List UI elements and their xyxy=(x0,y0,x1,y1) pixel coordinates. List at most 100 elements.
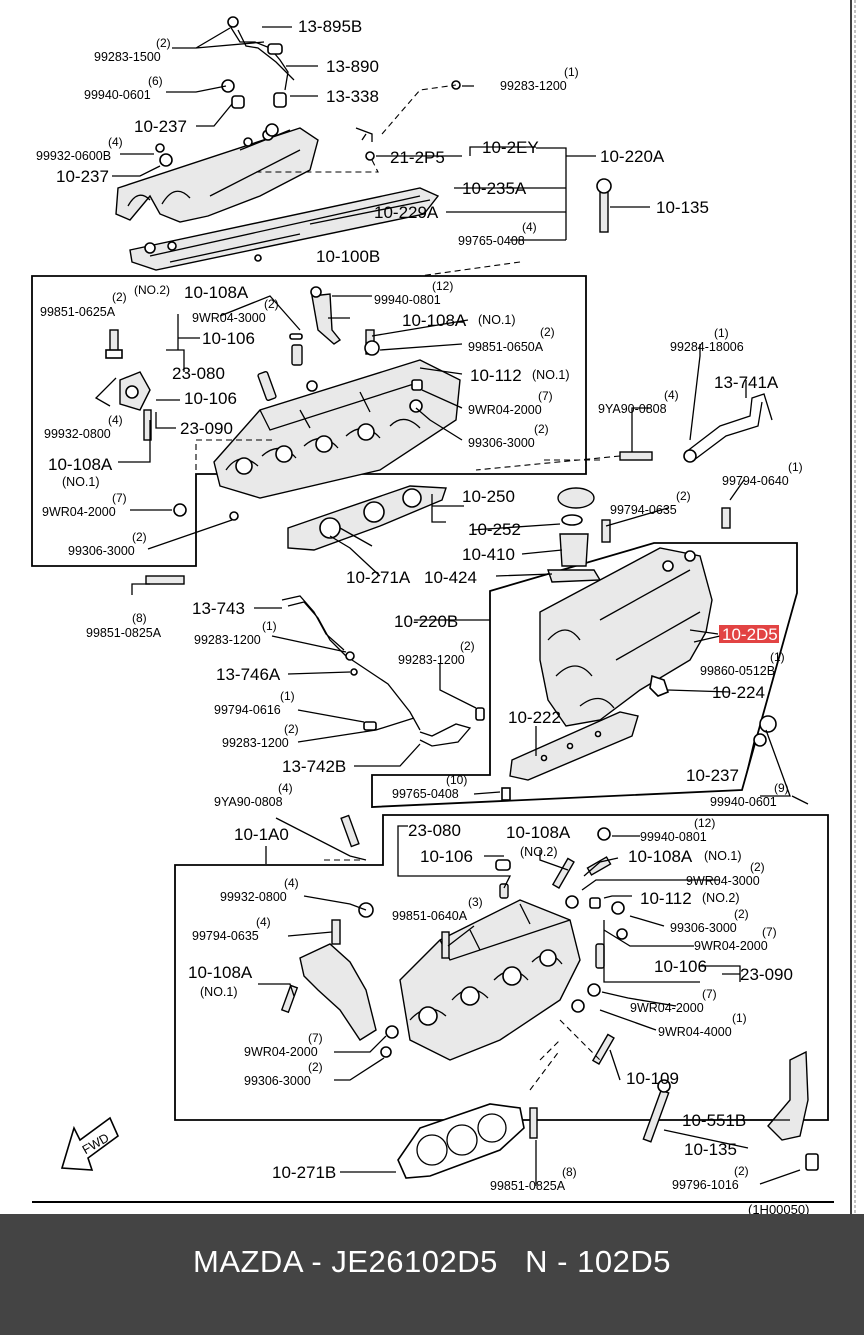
hose-13-741a xyxy=(683,393,773,463)
qty-label: (6) xyxy=(148,74,163,88)
highlighted-part-label: 10-2D5 xyxy=(722,625,778,644)
part-label: 10-108A xyxy=(184,283,249,302)
part-label: 9WR04-3000 xyxy=(686,874,760,888)
part-label: 23-080 xyxy=(172,364,225,383)
cylinder-head-cover-upper xyxy=(115,127,440,271)
part-label: 10-2EY xyxy=(482,138,539,157)
qty-label: (2) xyxy=(734,1164,749,1178)
qty-label: (1) xyxy=(732,1011,747,1025)
part-label: 23-090 xyxy=(740,965,793,984)
qty-label: (NO.2) xyxy=(702,891,740,905)
part-label: 10-100B xyxy=(316,247,380,266)
qty-label: (2) xyxy=(132,530,147,544)
part-label: 99932-0800 xyxy=(44,427,111,441)
qty-label: (NO.2) xyxy=(520,845,558,859)
qty-label: (2) xyxy=(534,422,549,436)
part-label: 99851-0625A xyxy=(40,305,116,319)
part-label: 99283-1200 xyxy=(194,633,261,647)
part-label: 99794-0635 xyxy=(610,503,677,517)
oil-filler-parts xyxy=(547,487,731,583)
part-label: 9YA90-0808 xyxy=(214,795,283,809)
part-label: 10-108A xyxy=(188,963,253,982)
qty-label: (NO.1) xyxy=(200,985,238,999)
part-label: 9YA90-0808 xyxy=(598,402,667,416)
part-label: 99306-3000 xyxy=(670,921,737,935)
cylinder-head-left xyxy=(105,286,653,585)
part-label: 21-2P5 xyxy=(390,148,445,167)
parts-diagram: FWD 13-895B 99283-1500 (2) 13-890 99940-… xyxy=(31,0,856,1214)
qty-label: (10) xyxy=(446,773,467,787)
part-label: 10-112 xyxy=(640,889,692,908)
part-label: 10-235A xyxy=(462,179,527,198)
part-label: 10-424 xyxy=(424,568,477,587)
part-label: 99283-1200 xyxy=(500,79,567,93)
qty-label: (2) xyxy=(112,290,127,304)
qty-label: (NO.1) xyxy=(62,475,100,489)
cylinder-head-group-box-lower xyxy=(174,814,829,1121)
part-label: 10-237 xyxy=(686,766,739,785)
qty-label: (2) xyxy=(156,36,171,50)
qty-label: (4) xyxy=(108,413,123,427)
part-label: 99940-0601 xyxy=(84,88,151,102)
qty-label: (1) xyxy=(770,650,785,664)
part-label: 99940-0601 xyxy=(710,795,777,809)
qty-label: (1) xyxy=(280,689,295,703)
qty-label: (2) xyxy=(540,325,555,339)
part-label: 99283-1500 xyxy=(94,50,161,64)
hoses-upper xyxy=(155,16,612,262)
part-label: 9WR04-4000 xyxy=(658,1025,732,1039)
leader-lines xyxy=(94,26,809,1186)
part-label: 99796-1016 xyxy=(672,1178,739,1192)
qty-label: (2) xyxy=(676,489,691,503)
part-label: 99794-0616 xyxy=(214,703,281,717)
part-number-text: MAZDA - JE26102D5 N - 102D5 xyxy=(193,1243,671,1279)
part-label: 13-743 xyxy=(192,599,245,618)
qty-label: (2) xyxy=(750,860,765,874)
qty-label: (7) xyxy=(112,491,127,505)
part-label: 99940-0801 xyxy=(374,293,441,307)
part-label: 99851-0825A xyxy=(490,1179,566,1193)
qty-label: (NO.1) xyxy=(532,368,570,382)
hoses-middle xyxy=(281,595,485,747)
part-label: 13-338 xyxy=(326,87,379,106)
cylinder-head-cover-right xyxy=(501,547,777,801)
part-label: 99860-0512B xyxy=(700,664,775,678)
part-label: 10-106 xyxy=(184,389,237,408)
qty-label: (1) xyxy=(788,460,803,474)
part-label: 9WR04-2000 xyxy=(694,939,768,953)
part-label: 10-106 xyxy=(420,847,473,866)
cylinder-head-right xyxy=(280,814,628,1065)
part-label: 99851-0825A xyxy=(86,626,162,640)
qty-label: (2) xyxy=(460,639,475,653)
part-label: 9WR04-2000 xyxy=(468,403,542,417)
part-label: 99851-0640A xyxy=(392,909,468,923)
part-label: 10-109 xyxy=(626,1069,679,1088)
part-label: 99794-0640 xyxy=(722,474,789,488)
bracket-10-551b xyxy=(642,1050,819,1171)
part-label: 10-252 xyxy=(468,520,521,539)
part-label: 10-271B xyxy=(272,1163,336,1182)
part-label: 13-895B xyxy=(298,17,362,36)
part-label: 10-237 xyxy=(134,117,187,136)
qty-label: (1) xyxy=(564,65,579,79)
part-label: 99306-3000 xyxy=(468,436,535,450)
qty-label: (1) xyxy=(262,619,277,633)
qty-label: (7) xyxy=(702,987,717,1001)
part-label: 10-271A xyxy=(346,568,411,587)
part-label: 9WR04-3000 xyxy=(192,311,266,325)
cylinder-head-cover-box-right xyxy=(371,542,798,808)
qty-label: (9) xyxy=(774,781,789,795)
part-label: 13-890 xyxy=(326,57,379,76)
part-label: 99306-3000 xyxy=(68,544,135,558)
gasket-10-271b xyxy=(397,1103,538,1179)
part-label: 10-551B xyxy=(682,1111,746,1130)
part-label: 13-746A xyxy=(216,665,281,684)
qty-label: (8) xyxy=(562,1165,577,1179)
part-label: 13-742B xyxy=(282,757,346,776)
qty-label: (4) xyxy=(664,388,679,402)
qty-label: (3) xyxy=(468,895,483,909)
part-label: 9WR04-2000 xyxy=(244,1045,318,1059)
qty-label: (4) xyxy=(256,915,271,929)
part-label: 99940-0801 xyxy=(640,830,707,844)
